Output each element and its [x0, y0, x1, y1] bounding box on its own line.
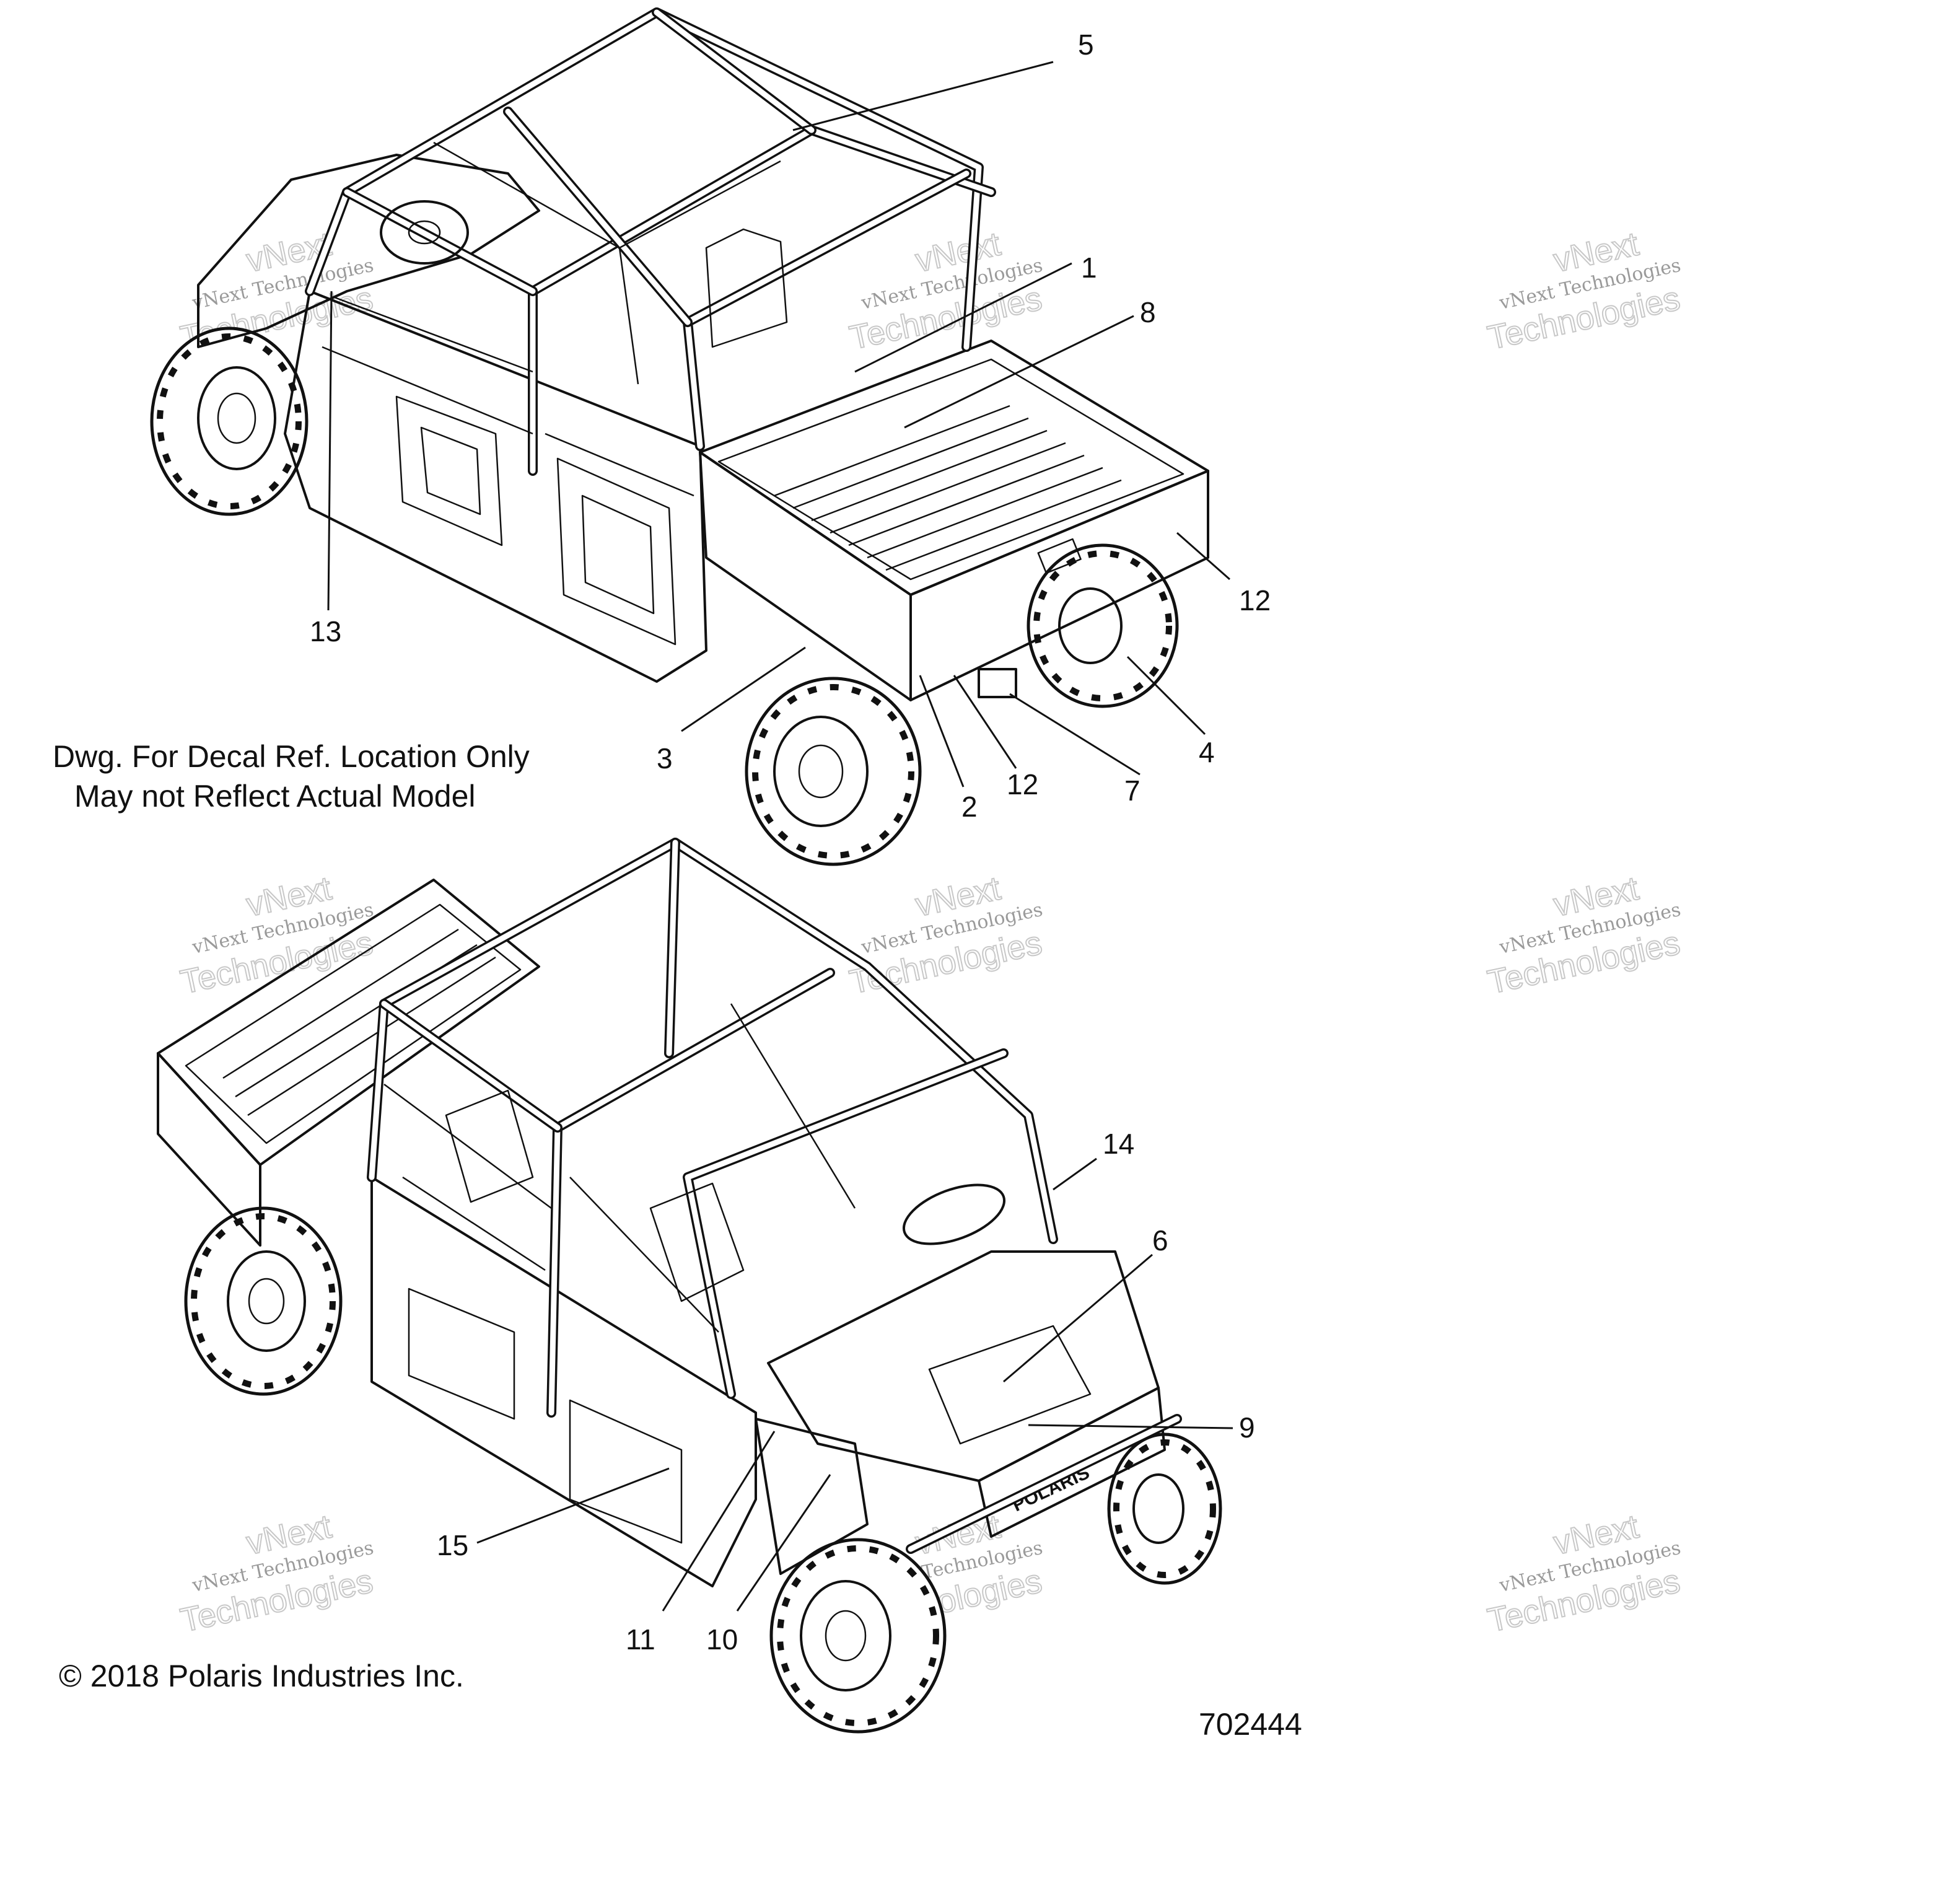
callout-8: 8	[1140, 296, 1156, 328]
note-may-not-reflect: May not Reflect Actual Model	[74, 779, 476, 814]
wheel-front-left	[150, 327, 309, 516]
cargo-box	[699, 340, 1209, 701]
callout-7: 7	[1124, 774, 1141, 807]
rear-seat-front-view	[445, 1089, 534, 1203]
wheel-rear-left-front-view	[184, 1206, 343, 1396]
callout-1: 1	[1081, 252, 1097, 284]
rear-door-front-view	[408, 1288, 515, 1420]
callout-4: 4	[1199, 736, 1215, 768]
callout-13: 13	[310, 615, 341, 647]
wheel-front-left-front-view	[769, 1538, 947, 1734]
steering-wheel-front-view	[902, 1183, 1006, 1245]
front-door	[395, 395, 503, 546]
callout-15: 15	[437, 1529, 468, 1561]
vehicle-rear-view	[150, 7, 1209, 866]
callout-2: 2	[961, 791, 978, 823]
watermark-mid-right: vNext vNext Technologies Technologies	[1484, 869, 1684, 1002]
vehicle-front-view: POLARIS	[157, 838, 1222, 1734]
front-seat	[649, 1182, 745, 1302]
note-decal-ref: Dwg. For Decal Ref. Location Only	[53, 739, 530, 774]
wheel-rear-left	[745, 677, 922, 866]
callout-6: 6	[1152, 1224, 1168, 1257]
callout-10: 10	[706, 1623, 738, 1656]
watermarks: vNext vNext Technologies Technologies vN…	[177, 225, 1684, 1640]
callout-12-hitch: 12	[1007, 768, 1038, 801]
callout-3: 3	[657, 742, 673, 774]
callout-11: 11	[626, 1623, 655, 1656]
callout-12-top: 12	[1239, 584, 1271, 616]
hood-front-view	[767, 1250, 1160, 1482]
roll-cage-rear-view	[305, 7, 996, 497]
bottom-callouts: 14 6 9 15 11 10	[437, 1128, 1255, 1656]
watermark-mid-center: vNext vNext Technologies Technologies	[846, 869, 1046, 1002]
watermark-bottom-left: vNext vNext Technologies Technologies	[177, 1507, 377, 1640]
hood-front	[197, 154, 540, 348]
bottom-leader-lines	[476, 1157, 1233, 1612]
callout-14: 14	[1103, 1128, 1134, 1160]
rear-seat	[705, 228, 788, 348]
callout-9: 9	[1239, 1411, 1255, 1444]
steering-wheel-rear-view	[380, 200, 469, 265]
drawing-part-number: 702444	[1199, 1707, 1302, 1742]
top-callouts: 5 1 8 12 13 3 2 12 7 4	[310, 29, 1271, 823]
wheel-front-right	[1107, 1432, 1222, 1585]
rear-door	[556, 457, 676, 646]
front-door-front-view	[569, 1399, 683, 1544]
drawing-notes: Dwg. For Decal Ref. Location Only May no…	[53, 739, 530, 814]
cab-body-side	[284, 290, 707, 683]
watermark-top-center: vNext vNext Technologies Technologies	[846, 225, 1046, 358]
front-fender	[755, 1418, 869, 1575]
watermark-top-right: vNext vNext Technologies Technologies	[1484, 225, 1684, 358]
hood-decal-panel	[928, 1325, 1092, 1445]
wheel-rear-right	[1027, 543, 1179, 708]
top-leader-lines	[327, 61, 1230, 787]
roll-cage-front-view	[367, 838, 1058, 1418]
callout-5: 5	[1078, 29, 1094, 61]
watermark-bottom-right: vNext vNext Technologies Technologies	[1484, 1507, 1684, 1640]
copyright-text: © 2018 Polaris Industries Inc.	[59, 1659, 464, 1693]
trailer-hitch-rear	[978, 668, 1017, 698]
cab-body-side-front-view	[370, 1176, 757, 1587]
